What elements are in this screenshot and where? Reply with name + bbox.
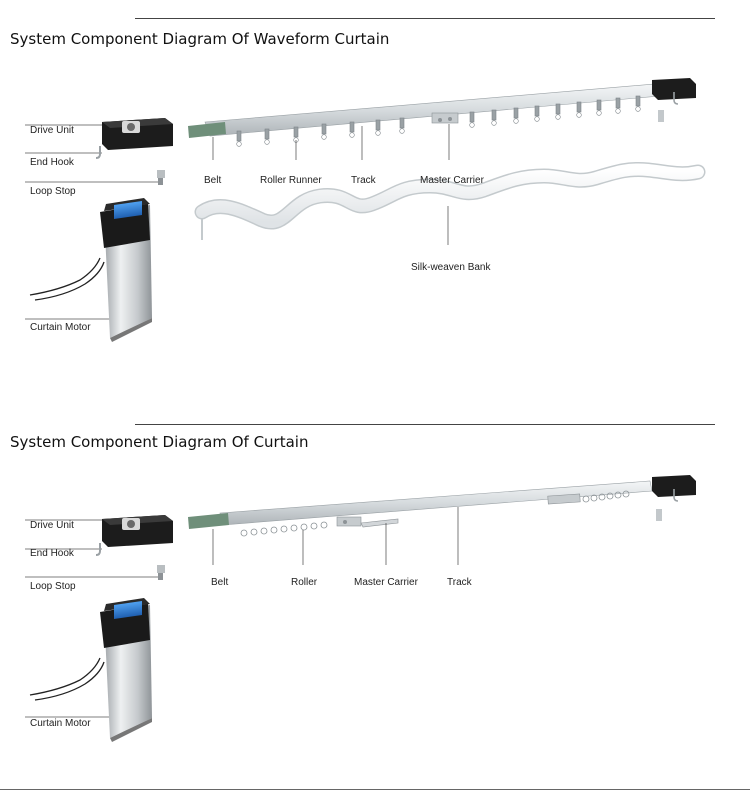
- curtain-motor-icon: [29, 198, 152, 342]
- loop-stop-label: Loop Stop: [30, 581, 76, 592]
- track-label: Track: [447, 577, 472, 588]
- track: [188, 475, 696, 529]
- silk-weaven-bank-label: Silk-weaven Bank: [411, 262, 491, 273]
- track: [188, 78, 696, 138]
- drive-unit-icon: [102, 515, 173, 547]
- track-end-drive-icon: [652, 78, 696, 100]
- panel-title: System Component Diagram Of Curtain: [10, 433, 309, 451]
- track-label: Track: [351, 175, 376, 186]
- master-carrier-label: Master Carrier: [420, 175, 484, 186]
- drive-unit-label: Drive Unit: [30, 125, 74, 136]
- bottom-rule: [0, 789, 750, 790]
- curtain-diagram: [25, 475, 696, 742]
- belt-label: Belt: [204, 175, 222, 186]
- waveform-curtain-panel: System Component Diagram Of Waveform Cur…: [10, 18, 715, 342]
- drive-unit-icon: [102, 118, 173, 150]
- end-hook-icon: [95, 146, 101, 159]
- panel-title: System Component Diagram Of Waveform Cur…: [10, 30, 390, 48]
- track-end-drive-icon: [652, 475, 696, 497]
- drive-unit-label: Drive Unit: [30, 520, 74, 531]
- belt-end-icon: [188, 122, 226, 138]
- master-carrier-icon: [336, 516, 399, 528]
- belt-label: Belt: [211, 577, 229, 588]
- loop-stop-icon: [157, 170, 165, 185]
- roller-runner-label: Roller Runner: [260, 175, 322, 186]
- curtain-motor-label: Curtain Motor: [30, 718, 91, 729]
- master-carrier-icon: [431, 112, 459, 124]
- curtain-motor-icon: [29, 598, 152, 742]
- master-carrier-right-icon: [547, 493, 581, 505]
- roller-label: Roller: [291, 577, 318, 588]
- master-carrier-label: Master Carrier: [354, 577, 418, 588]
- silk-weaven-bank-icon: [194, 162, 706, 240]
- end-hook-icon: [95, 543, 101, 556]
- roller-runners: [236, 95, 641, 147]
- curtain-motor-label: Curtain Motor: [30, 322, 91, 333]
- end-hook-label: End Hook: [30, 548, 74, 559]
- top-rule: [135, 18, 715, 19]
- belt-end-icon: [188, 513, 229, 529]
- rollers-left: [240, 521, 328, 537]
- curtain-panel: System Component Diagram Of Curtain: [0, 405, 750, 800]
- waveform-curtain-diagram: [25, 78, 706, 342]
- loop-stop-label: Loop Stop: [30, 186, 76, 197]
- loop-stop-icon: [157, 565, 165, 580]
- rollers-right: [582, 490, 630, 503]
- end-hook-label: End Hook: [30, 157, 74, 168]
- top-rule: [135, 424, 715, 425]
